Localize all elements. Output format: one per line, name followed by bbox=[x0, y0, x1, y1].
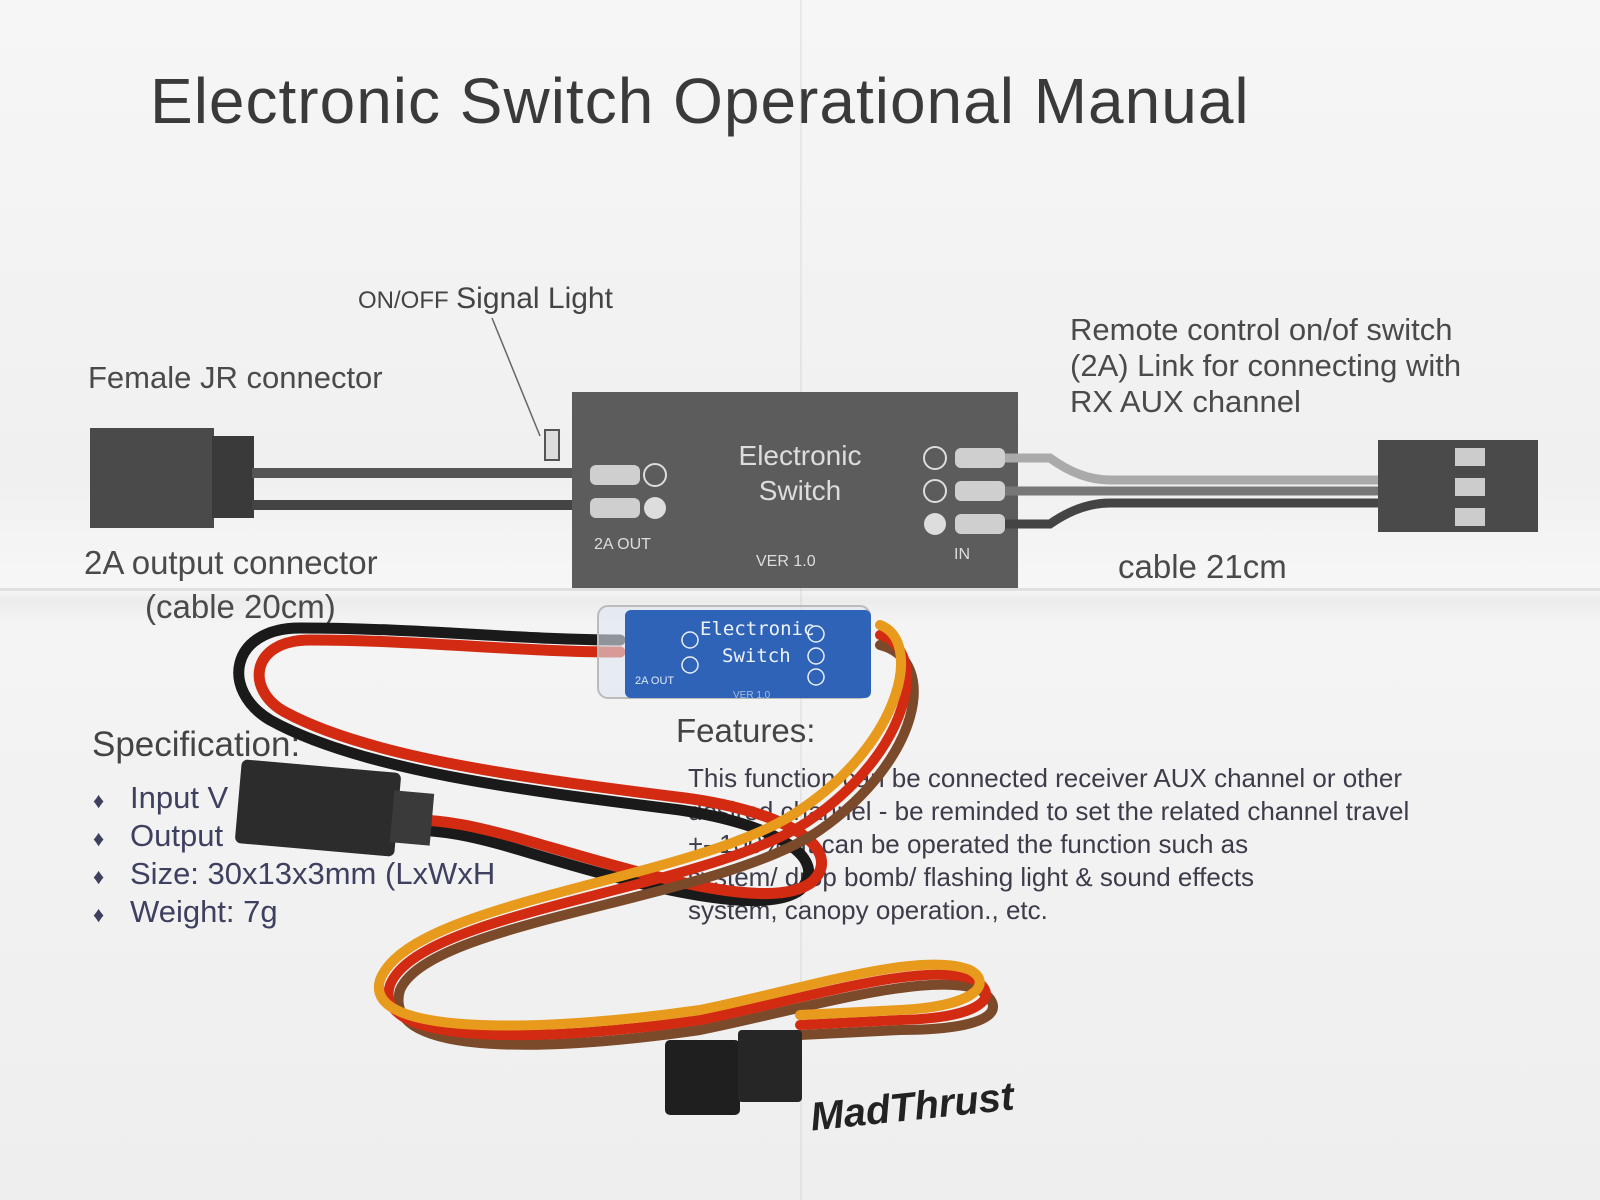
specification-heading: Specification: bbox=[92, 725, 301, 764]
photo-module-name-line1: Electronic bbox=[700, 618, 815, 640]
input-cable-label: cable 21cm bbox=[1118, 548, 1287, 585]
female-jr-connector bbox=[235, 759, 401, 857]
signal-light-prefix-text: ON/OFF bbox=[358, 287, 449, 314]
minus-icon bbox=[681, 656, 699, 674]
spec-item: Size: 30x13x3mm (LxWxH bbox=[130, 856, 496, 891]
output-wire-red bbox=[253, 634, 827, 899]
signal-symbol-in bbox=[923, 446, 947, 470]
bullet-icon: ♦ bbox=[93, 864, 104, 889]
features-heading: Features: bbox=[676, 712, 816, 749]
photo-module-out-label: 2A OUT bbox=[635, 675, 675, 687]
module-out-label: 2A OUT bbox=[594, 536, 651, 553]
features-line: system/ drop bomb/ flashing light & soun… bbox=[688, 862, 1255, 892]
aux-connector-pin-1 bbox=[1455, 448, 1485, 466]
minus-symbol-in bbox=[924, 513, 946, 535]
servo-plug bbox=[665, 1040, 740, 1115]
minus-icon bbox=[807, 668, 825, 686]
features-line: This function can be connected receiver … bbox=[688, 763, 1402, 793]
signal-light-label: Signal Light bbox=[456, 282, 613, 315]
module-version: VER 1.0 bbox=[756, 553, 816, 570]
aux-connector-pin-3 bbox=[1455, 508, 1485, 526]
remote-label-line1: Remote control on/of switch bbox=[1070, 312, 1453, 347]
manual-title: Electronic Switch Operational Manual bbox=[150, 65, 1250, 137]
input-wire-orange bbox=[373, 620, 985, 1031]
spec-item: Weight: 7g bbox=[130, 894, 278, 929]
out-pad-plus bbox=[590, 465, 640, 485]
aux-connector-pin-2 bbox=[1455, 478, 1485, 496]
output-wire-minus bbox=[252, 500, 592, 510]
female-jr-label: Female JR connector bbox=[88, 360, 383, 395]
spec-item: Output bbox=[130, 818, 224, 853]
input-wire-signal bbox=[1005, 453, 1380, 485]
spec-item: Input V bbox=[130, 780, 229, 815]
paper-fold-vertical bbox=[800, 0, 802, 1200]
signal-icon bbox=[807, 625, 825, 643]
module-name-line2: Switch bbox=[758, 475, 842, 506]
in-pad-plus bbox=[955, 481, 1005, 501]
output-wire-plus bbox=[252, 468, 592, 478]
servo-plug-housing bbox=[738, 1030, 802, 1102]
bullet-icon: ♦ bbox=[93, 788, 104, 813]
module-in-label: IN bbox=[954, 546, 970, 563]
remote-label-line3: RX AUX channel bbox=[1070, 384, 1301, 419]
output-connector-label: 2A output connector bbox=[84, 544, 378, 581]
plus-symbol-out bbox=[643, 463, 667, 487]
module-name-line1: Electronic bbox=[738, 440, 862, 471]
photo-module-name-line2: Switch bbox=[722, 645, 791, 667]
signal-light-leader bbox=[491, 317, 541, 437]
input-wire-minus bbox=[1005, 498, 1380, 529]
plus-icon bbox=[807, 647, 825, 665]
signal-light-prefix: ON/OFF Signal Light bbox=[358, 282, 613, 316]
output-cable-label: (cable 20cm) bbox=[145, 588, 336, 625]
female-jr-connector-neck bbox=[389, 790, 435, 846]
female-jr-connector-drawing bbox=[90, 428, 214, 528]
bullet-icon: ♦ bbox=[93, 826, 104, 851]
plus-icon bbox=[681, 631, 699, 649]
input-wire-red bbox=[383, 630, 991, 1041]
in-pad-minus bbox=[955, 514, 1005, 534]
minus-symbol-out bbox=[644, 497, 666, 519]
paper-fold-horizontal bbox=[0, 588, 1600, 591]
output-wire-black bbox=[233, 622, 815, 907]
female-jr-connector-collar bbox=[212, 436, 254, 518]
bullet-icon: ♦ bbox=[93, 902, 104, 927]
module-drawing-body bbox=[572, 392, 1018, 588]
plus-symbol-in bbox=[923, 479, 947, 503]
remote-label-line2: (2A) Link for connecting with bbox=[1070, 348, 1462, 383]
in-pad-signal bbox=[955, 448, 1005, 468]
signal-light-led bbox=[544, 429, 560, 461]
out-pad-minus bbox=[590, 498, 640, 518]
photo-module-version: VER 1.0 bbox=[733, 690, 771, 701]
